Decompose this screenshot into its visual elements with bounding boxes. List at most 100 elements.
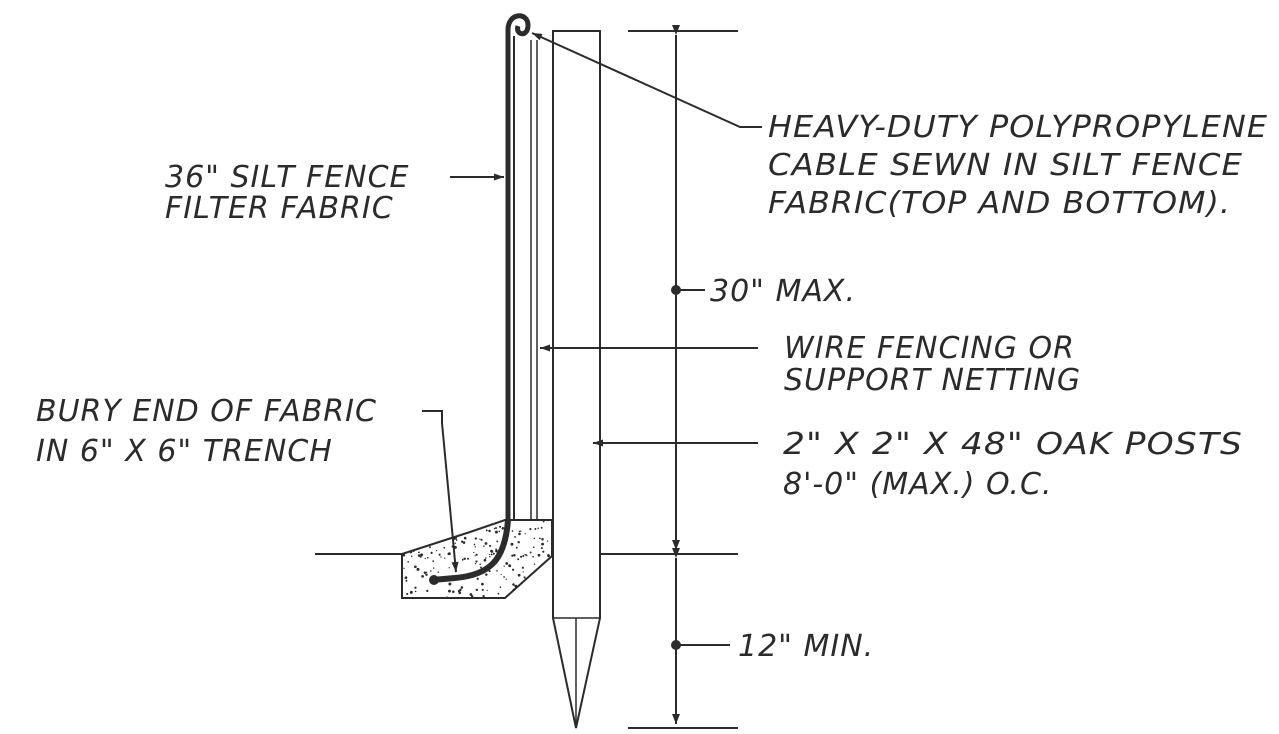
soil-speck [547,554,550,558]
soil-speck [529,528,532,531]
soil-speck [469,593,473,596]
soil-speck [546,540,549,542]
oak-posts-line-1: 2" X 2" X 48" OAK POSTS [783,427,1243,462]
soil-speck [513,554,516,557]
soil-speck [503,576,505,578]
soil-speck [460,540,464,543]
soil-speck [485,573,488,576]
soil-speck [520,555,523,558]
soil-speck [423,571,427,575]
soil-speck [514,535,516,538]
soil-speck [414,565,417,569]
soil-speck [498,525,502,528]
soil-speck [455,539,458,541]
soil-speck [416,567,420,571]
max-height-label: 30" MAX. [710,274,856,309]
label-oak-posts: 2" X 2" X 48" OAK POSTS 8'-0" (MAX.) O.C… [783,427,1243,502]
soil-speck [480,538,483,541]
filter-fabric-line-2: FILTER FABRIC [165,191,394,226]
soil-speck [533,537,536,540]
soil-speck [506,594,508,597]
soil-speck [518,532,521,536]
soil-speck [460,586,464,589]
soil-speck [429,570,432,572]
soil-speck [532,546,535,549]
soil-speck [432,567,435,569]
soil-speck [520,530,522,532]
soil-speck [443,546,446,549]
soil-speck [438,553,441,556]
soil-speck [403,567,405,570]
soil-speck [447,552,451,556]
soil-speck [499,586,502,588]
cable-line-3: FABRIC(TOP AND BOTTOM). [768,186,1231,221]
soil-speck [481,588,484,591]
soil-speck [471,595,474,598]
soil-speck [404,576,408,580]
soil-speck [518,530,521,533]
soil-speck [537,527,539,530]
soil-speck [485,557,487,559]
soil-speck [481,582,484,586]
soil-speck [486,589,488,592]
soil-speck [515,546,518,549]
soil-speck [473,543,476,546]
label-filter-fabric: 36" SILT FENCE FILTER FABRIC [165,160,410,226]
soil-speck [475,588,479,592]
soil-speck [495,548,497,551]
soil-speck [412,550,415,553]
soil-speck [493,527,496,530]
soil-speck [426,556,429,559]
soil-speck [444,557,446,559]
soil-speck [529,551,532,554]
soil-speck [435,549,438,552]
soil-speck [497,592,500,595]
soil-speck [440,556,442,558]
soil-speck [485,529,488,532]
soil-speck [482,595,485,598]
soil-speck [525,554,528,557]
soil-speck [432,560,435,562]
soil-speck [500,573,502,576]
soil-speck [505,562,509,565]
soil-speck [498,530,501,533]
soil-speck [522,554,525,558]
soil-speck [430,551,433,555]
soil-speck [410,555,413,557]
soil-speck [420,553,424,557]
soil-speck [407,560,410,563]
soil-speck [524,553,526,556]
soil-speck [537,553,541,557]
soil-speck [463,536,467,540]
soil-speck [484,542,488,545]
soil-speck [462,541,466,544]
soil-speck [540,547,543,550]
soil-speck [514,584,518,588]
soil-speck [448,582,452,586]
soil-speck [425,573,428,576]
soil-speck [459,588,462,592]
soil-speck [409,551,413,554]
soil-speck [524,533,526,535]
soil-speck [461,558,464,561]
min-depth-label: 12" MIN. [738,629,874,664]
soil-speck [418,551,420,554]
soil-speck [479,538,481,540]
soil-speck [503,565,505,567]
soil-stipple [402,520,550,598]
soil-speck [490,549,493,553]
soil-speck [463,557,466,561]
dimension-lines [628,25,738,729]
soil-speck [496,570,498,572]
soil-speck [476,577,479,580]
oak-post [552,30,601,729]
soil-speck [479,563,481,566]
soil-speck [452,590,455,593]
filter-fabric-line-1: 36" SILT FENCE [165,160,410,195]
wire-fencing-line-2: SUPPORT NETTING [784,363,1081,398]
soil-speck [511,530,514,532]
soil-speck [488,570,491,573]
soil-speck [541,537,544,541]
soil-speck [409,590,413,594]
soil-speck [512,588,516,592]
